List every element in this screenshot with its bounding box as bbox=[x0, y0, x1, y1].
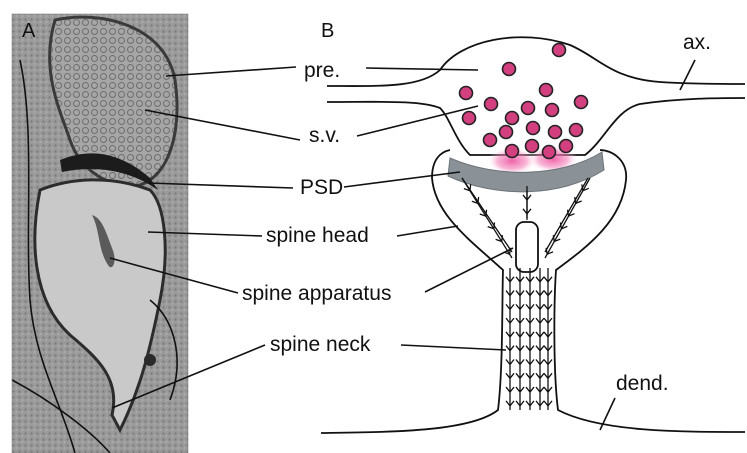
leader-pre-b bbox=[366, 68, 478, 70]
label-dend: dend. bbox=[616, 372, 669, 395]
vesicle bbox=[553, 44, 566, 57]
filament-chevrons bbox=[462, 178, 590, 410]
vesicle bbox=[460, 87, 473, 100]
vesicle bbox=[575, 96, 588, 109]
label-spine-apparatus: spine apparatus bbox=[242, 282, 391, 305]
vesicle bbox=[546, 104, 559, 117]
leader-spine-head-b bbox=[397, 226, 458, 236]
vesicle bbox=[526, 140, 539, 153]
leader-psd-b bbox=[344, 172, 460, 187]
vesicle bbox=[560, 140, 573, 153]
label-psd: PSD bbox=[300, 176, 343, 199]
label-spine-neck: spine neck bbox=[270, 333, 371, 356]
vesicle bbox=[503, 63, 516, 76]
leader-spine-apparatus-b bbox=[425, 248, 513, 292]
vesicle bbox=[543, 146, 556, 159]
leader-ax bbox=[680, 60, 695, 90]
vesicle bbox=[506, 112, 519, 125]
leader-sv-b bbox=[357, 106, 478, 136]
vesicle bbox=[484, 134, 497, 147]
vesicle bbox=[570, 124, 583, 137]
vesicle bbox=[549, 126, 562, 139]
vesicle bbox=[540, 84, 553, 97]
label-spine-head: spine head bbox=[266, 224, 369, 247]
vesicle bbox=[485, 98, 498, 111]
vesicle bbox=[506, 145, 519, 158]
label-sv: s.v. bbox=[309, 124, 340, 147]
spine-apparatus-organelle bbox=[516, 222, 538, 272]
labels: pre. s.v. PSD spine head spine apparatus… bbox=[242, 31, 711, 395]
leader-spine-neck-b bbox=[401, 345, 506, 350]
vesicle bbox=[522, 102, 535, 115]
panel-label-a: A bbox=[22, 20, 36, 42]
label-pre: pre. bbox=[304, 59, 340, 82]
vesicle bbox=[527, 122, 540, 135]
label-ax: ax. bbox=[683, 31, 711, 54]
leader-lines bbox=[110, 60, 695, 430]
panel-label-b: B bbox=[321, 20, 334, 42]
vesicle bbox=[500, 126, 513, 139]
synaptic-vesicles bbox=[460, 44, 588, 159]
schematic-diagram bbox=[321, 37, 745, 433]
vesicle bbox=[463, 112, 476, 125]
